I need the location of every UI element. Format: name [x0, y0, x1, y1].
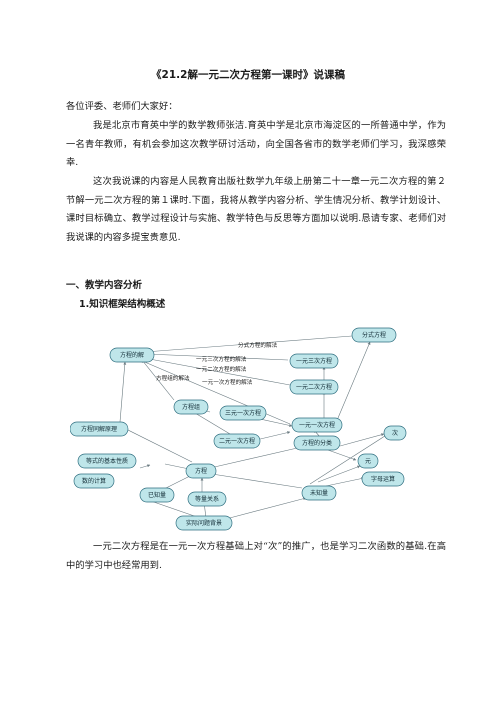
node-yizhi: 已知量	[139, 487, 175, 503]
section-heading: 一、教学内容分析	[66, 280, 143, 291]
edge-yiyuan-fenshi	[337, 341, 371, 419]
svg-text:未知量: 未知量	[310, 489, 328, 497]
edge-fangcheng-fenlei	[209, 445, 307, 469]
edge-zu-jie	[141, 359, 175, 401]
svg-text:三元一次方程: 三元一次方程	[225, 409, 261, 417]
edge-fenshi-jie	[144, 335, 353, 354]
paragraph-intro: 我是北京市育英中学的数学教师张洁.育英中学是北京市海淀区的一所普通中学，作为一名…	[66, 120, 446, 169]
svg-text:方程的分类: 方程的分类	[302, 439, 332, 447]
edge-eryuan-yiyuan	[255, 431, 291, 441]
node-beijing: 实际问题背景	[175, 515, 233, 531]
node-eryuan: 二元一次方程	[213, 433, 261, 449]
edge-sanci-jie	[145, 352, 289, 361]
edge-label-erci: 一元二次方程的解法	[196, 365, 247, 373]
svg-text:元: 元	[365, 458, 371, 465]
svg-text:方程同解原理: 方程同解原理	[81, 425, 117, 433]
node-fenshi: 分式方程	[351, 327, 397, 343]
edge-label-yici: 一元一次方程的解法	[202, 378, 253, 386]
edge-beijing-yizhi	[147, 499, 201, 519]
node-fenlei: 方程的分类	[293, 435, 341, 451]
edge-erci-jie	[143, 357, 291, 386]
node-erci: 一元二次方程	[289, 379, 339, 395]
svg-text:次: 次	[392, 429, 398, 437]
svg-text:数的计算: 数的计算	[82, 477, 106, 485]
node-ci: 次	[383, 425, 407, 441]
greeting: 各位评委、老师们大家好：	[66, 101, 178, 112]
node-sanci: 一元三次方程	[289, 353, 339, 369]
edge-label-sanci: 一元三次方程的解法	[196, 355, 247, 363]
edge-weizhi-zimu	[325, 477, 365, 487]
svg-text:二元一次方程: 二元一次方程	[219, 437, 255, 445]
edge-fangcheng-yuanli	[123, 427, 193, 463]
svg-text:字母运算: 字母运算	[371, 475, 395, 483]
edge-fenlei-yuan	[327, 449, 357, 461]
svg-text:一元一次方程: 一元一次方程	[299, 421, 335, 429]
svg-text:已知量: 已知量	[148, 491, 166, 499]
svg-text:一元三次方程: 一元三次方程	[296, 357, 332, 365]
node-zimu: 字母运算	[361, 471, 405, 487]
paragraph-content: 这次我说课的内容是人民教育出版社数学九年级上册第二十一章一元二次方程的第２节解一…	[66, 176, 446, 244]
edge-weizhi-fangcheng	[211, 472, 303, 489]
node-zu: 方程组	[173, 399, 209, 415]
svg-text:方程组: 方程组	[182, 403, 200, 411]
node-dengshi: 等式的基本性质	[77, 453, 137, 469]
edge-weizhi-ci	[309, 433, 389, 485]
node-weizhi: 未知量	[301, 485, 337, 501]
edge-label-zu: 方程组的解法	[156, 374, 190, 382]
svg-text:分式方程: 分式方程	[362, 331, 386, 339]
paragraph-overview: 一元二次方程是在一元一次方程基础上对“次”的推广，也是学习二次函数的基础.在高中…	[66, 541, 446, 571]
svg-text:等式的基本性质: 等式的基本性质	[86, 457, 128, 465]
svg-text:一元二次方程: 一元二次方程	[296, 383, 332, 391]
subsection-heading: 1.知识框架结构概述	[79, 299, 166, 310]
edge-fenlei-ci	[339, 433, 385, 447]
edge-weizhi-yuan	[317, 465, 361, 483]
edge-shu-dengshi	[139, 464, 151, 469]
edge-label-fenshi: 分式方程的解法	[238, 341, 278, 349]
node-yiyuan: 一元一次方程	[291, 417, 343, 433]
node-jie: 方程的解	[109, 347, 155, 363]
node-yuan: 元	[357, 453, 379, 469]
svg-text:方程: 方程	[195, 467, 207, 475]
edge-yuanli-jie	[119, 361, 127, 423]
node-shu: 数的计算	[73, 473, 115, 489]
node-dengliang: 等量关系	[187, 491, 227, 507]
knowledge-framework-diagram: 分式方程的解法 一元三次方程的解法 一元二次方程的解法 方程组的解法 一元一次方…	[70, 327, 407, 531]
edge-beijing-weizhi	[221, 497, 307, 521]
node-sanyuan: 三元一次方程	[219, 405, 267, 421]
node-fangcheng: 方程	[185, 463, 217, 479]
document-title: 《21.2解一元二次方程第一课时》说课稿	[151, 69, 345, 81]
svg-text:方程的解: 方程的解	[120, 351, 144, 359]
node-yuanli: 方程同解原理	[70, 421, 129, 437]
svg-text:等量关系: 等量关系	[195, 495, 219, 503]
svg-text:实际问题背景: 实际问题背景	[186, 519, 222, 527]
